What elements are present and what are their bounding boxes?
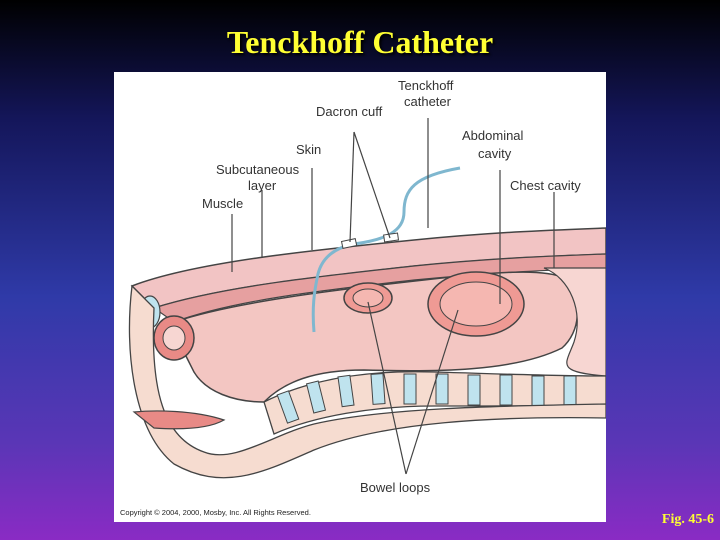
copyright-notice: Copyright © 2004, 2000, Mosby, Inc. All … [120,508,311,517]
label-dacron-cuff: Dacron cuff [316,104,383,119]
figure-number: Fig. 45-6 [661,512,714,527]
dacron-cuff-1 [340,238,358,249]
label-tenckhoff-catheter-line1: Tenckhoff [398,78,454,93]
label-subcutaneous-line2: layer [248,178,277,193]
bowel-loop-large-inner [439,281,513,327]
chest-cavity-wall [543,267,606,377]
label-bowel-loops: Bowel loops [360,480,431,495]
muscle-layer [152,253,606,323]
label-subcutaneous-line1: Subcutaneous [216,162,300,177]
left-organ-inner [162,325,186,351]
label-tenckhoff-catheter-line2: catheter [404,94,452,109]
slide-title: Tenckhoff Catheter [226,24,494,60]
lower-body [128,284,606,479]
bowel-loop-small-inner [352,288,384,308]
dacron-cuff-2 [383,232,400,243]
label-abdominal-cavity-line2: cavity [478,146,512,161]
leader-lines [231,118,555,475]
label-muscle: Muscle [202,196,243,211]
vertebrae [276,373,577,424]
figure-panel: Tenckhoff catheter Dacron cuff Abdominal… [114,72,606,522]
label-skin: Skin [296,142,321,157]
tenckhoff-diagram: Tenckhoff catheter Dacron cuff Abdominal… [128,78,606,495]
label-chest-cavity: Chest cavity [510,178,581,193]
label-abdominal-cavity-line1: Abdominal [462,128,524,143]
rectum [132,410,226,430]
tenckhoff-catheter-tube [311,166,461,333]
